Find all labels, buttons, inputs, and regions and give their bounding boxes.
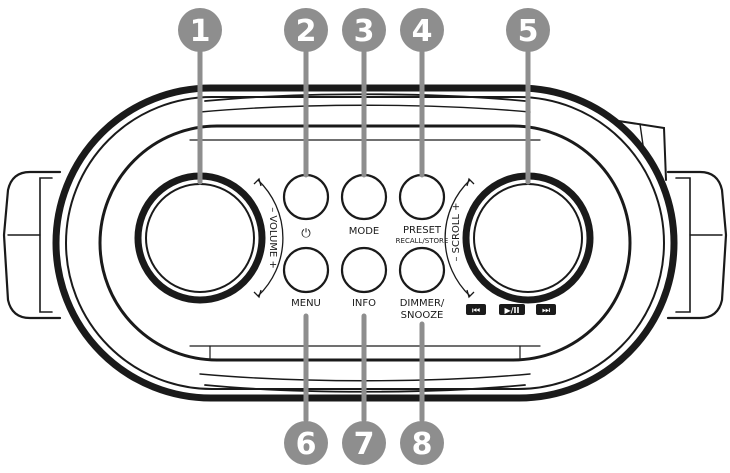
callout-4: 4 [400, 8, 444, 52]
callout-3: 3 [342, 8, 386, 52]
device-body [2, 84, 728, 402]
callout-2: 2 [284, 8, 328, 52]
callout-5: 5 [506, 8, 550, 52]
volume-label: – VOLUME + [267, 207, 278, 269]
mode-button[interactable] [340, 173, 388, 221]
menu-button[interactable] [282, 246, 330, 294]
play-pause-icon [499, 304, 525, 315]
svg-text:5: 5 [518, 14, 539, 49]
callout-1: 1 [178, 8, 222, 52]
power-icon: ⏻ [301, 226, 311, 240]
svg-text:7: 7 [354, 427, 375, 462]
left-side-panel [2, 170, 62, 320]
right-side-panel [611, 119, 728, 320]
callout-6: 6 [284, 421, 328, 465]
dimmer-label: DIMMER/ [400, 298, 445, 309]
svg-text:⏮: ⏮ [472, 306, 480, 316]
scroll-label: – SCROLL + [451, 202, 462, 261]
prev-icon [466, 304, 486, 315]
recall-store-label: RECALL/STORE [396, 237, 449, 245]
svg-text:3: 3 [354, 14, 375, 49]
svg-text:▶/II: ▶/II [504, 306, 519, 315]
svg-text:6: 6 [296, 427, 317, 462]
power-button[interactable] [282, 173, 330, 221]
svg-text:4: 4 [412, 14, 433, 49]
mode-label: MODE [349, 226, 380, 237]
scroll-indicator: – SCROLL + [444, 177, 475, 299]
menu-label: MENU [291, 298, 321, 309]
leader-lines [197, 49, 531, 423]
dimmer-snooze-button[interactable] [398, 246, 446, 294]
transport-controls: ⏮ ▶/II ⏭ [466, 304, 556, 316]
callout-8: 8 [400, 421, 444, 465]
svg-text:1: 1 [190, 14, 211, 49]
svg-text:2: 2 [296, 14, 317, 49]
svg-text:8: 8 [412, 427, 433, 462]
snooze-label: SNOOZE [401, 310, 444, 321]
volume-knob[interactable] [134, 172, 266, 304]
callout-7: 7 [342, 421, 386, 465]
preset-label: PRESET [403, 225, 442, 236]
info-button[interactable] [340, 246, 388, 294]
next-icon [536, 304, 556, 315]
volume-indicator: – VOLUME + [253, 177, 284, 299]
preset-button[interactable] [398, 173, 446, 221]
svg-text:⏭: ⏭ [542, 306, 550, 316]
scroll-knob[interactable] [462, 172, 594, 304]
info-label: INFO [352, 298, 376, 309]
